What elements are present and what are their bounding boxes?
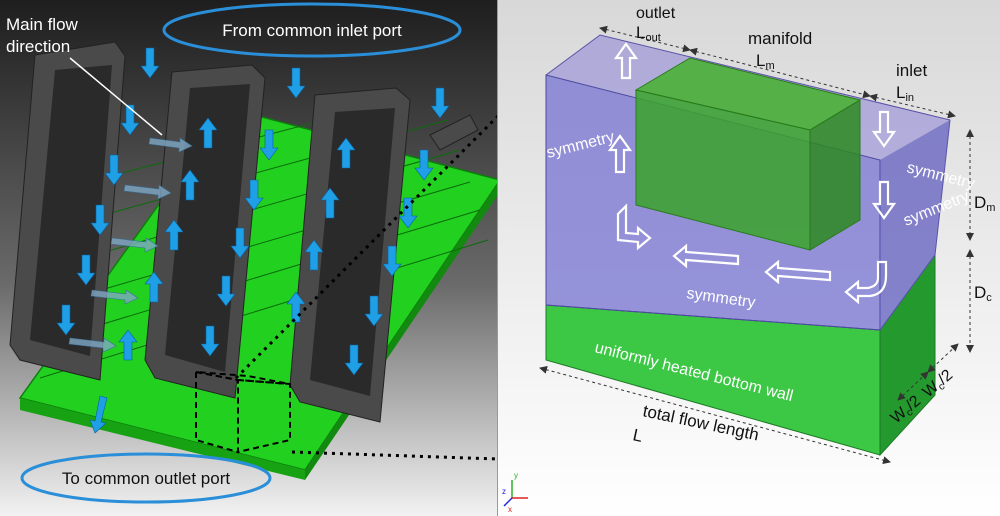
outlet-port-label: To common outlet port (62, 469, 230, 488)
left-arrow (764, 259, 832, 285)
flow-arrow-down (216, 275, 236, 307)
l-in-label: Lin (896, 83, 914, 104)
panel-divider (497, 0, 498, 516)
up-arrow (607, 134, 633, 174)
left-panel: Main flow direction From common inlet po… (0, 0, 502, 516)
main-flow-arrow (110, 237, 159, 253)
flow-arrow-down (430, 87, 450, 119)
flow-arrow-up (118, 329, 138, 361)
axis-y-label: y (514, 471, 518, 480)
fluid-domain-side (880, 120, 950, 330)
main-flow-arrow (90, 289, 139, 305)
flow-arrows (56, 47, 450, 434)
flow-arrow-down (90, 204, 110, 236)
dim-total-length (539, 365, 891, 465)
dim-wc (897, 371, 929, 401)
main-flow-arrow (148, 137, 193, 153)
flow-arrow-down (104, 154, 124, 186)
zoom-connector-upper (234, 82, 532, 380)
flow-arrow-up (336, 137, 356, 169)
unit-cell-selection (195, 370, 291, 454)
outlet-port-ellipse (20, 452, 272, 504)
flow-arrow-down (382, 245, 402, 277)
domain-flow-arrows (607, 42, 897, 305)
l-m-label: Lm (756, 51, 775, 72)
flow-arrow-down (200, 325, 220, 357)
flow-arrow-outlet (89, 395, 108, 434)
main-flow-pointer (69, 57, 163, 136)
manifold-walls (9, 41, 479, 423)
axis-triad: z y x (502, 471, 528, 514)
d-m-label: Dm (974, 193, 995, 214)
axis-x-label: x (508, 505, 512, 514)
inlet-port-ellipse (162, 2, 462, 58)
turn-arrow (844, 260, 888, 305)
unit-cell-box-side (237, 378, 291, 454)
l-out-label: Lout (636, 23, 661, 44)
flow-arrow-down (120, 104, 140, 136)
inlet-port-label: From common inlet port (222, 21, 402, 40)
flow-arrow-up (286, 291, 306, 323)
total-flow-length-symbol: L (631, 425, 644, 446)
turn-arrow (616, 203, 652, 251)
main-flow-label-line2: direction (6, 37, 70, 56)
flow-arrow-down (364, 295, 384, 327)
axis-z-label: z (502, 487, 506, 496)
channel-plate-front-face (20, 398, 305, 480)
flow-arrow-up (180, 169, 200, 201)
main-flow-arrow (123, 184, 172, 200)
manifold-wall-4 (429, 114, 479, 151)
main-flow-arrows (68, 137, 193, 353)
right-panel: outlet Lout manifold Lm inlet Lin symmet… (497, 0, 1000, 516)
manifold-label: manifold (748, 29, 812, 48)
flow-arrow-up (144, 271, 164, 303)
main-flow-arrow (68, 337, 117, 353)
manifold-block-side (809, 99, 861, 251)
axis-z-line (503, 497, 513, 507)
dim-l-m (689, 47, 871, 99)
flow-arrow-up (320, 187, 340, 219)
flow-arrow-down (259, 129, 279, 161)
flow-arrow-down (56, 304, 76, 336)
dim-wc-2 (927, 343, 959, 373)
dim-l-in (869, 93, 956, 119)
flow-arrow-down (414, 149, 434, 181)
manifold-wall-1-slot (30, 65, 112, 356)
flow-arrow-up (304, 239, 324, 271)
d-c-label: Dc (974, 283, 992, 304)
inlet-label: inlet (896, 61, 927, 80)
dimension-lines (539, 25, 974, 465)
flow-arrow-up (198, 117, 218, 149)
flow-arrow-up (164, 219, 184, 251)
down-arrow (871, 180, 897, 220)
flow-arrow-down (76, 254, 96, 286)
flow-arrow-down (230, 227, 250, 259)
main-flow-label-line1: Main flow (6, 15, 79, 34)
flow-arrow-down (286, 67, 306, 99)
flow-arrow-down (244, 179, 264, 211)
flow-arrow-down (140, 47, 160, 79)
outlet-label: outlet (636, 5, 676, 22)
flow-arrow-down (344, 344, 364, 376)
left-arrow (672, 243, 740, 269)
